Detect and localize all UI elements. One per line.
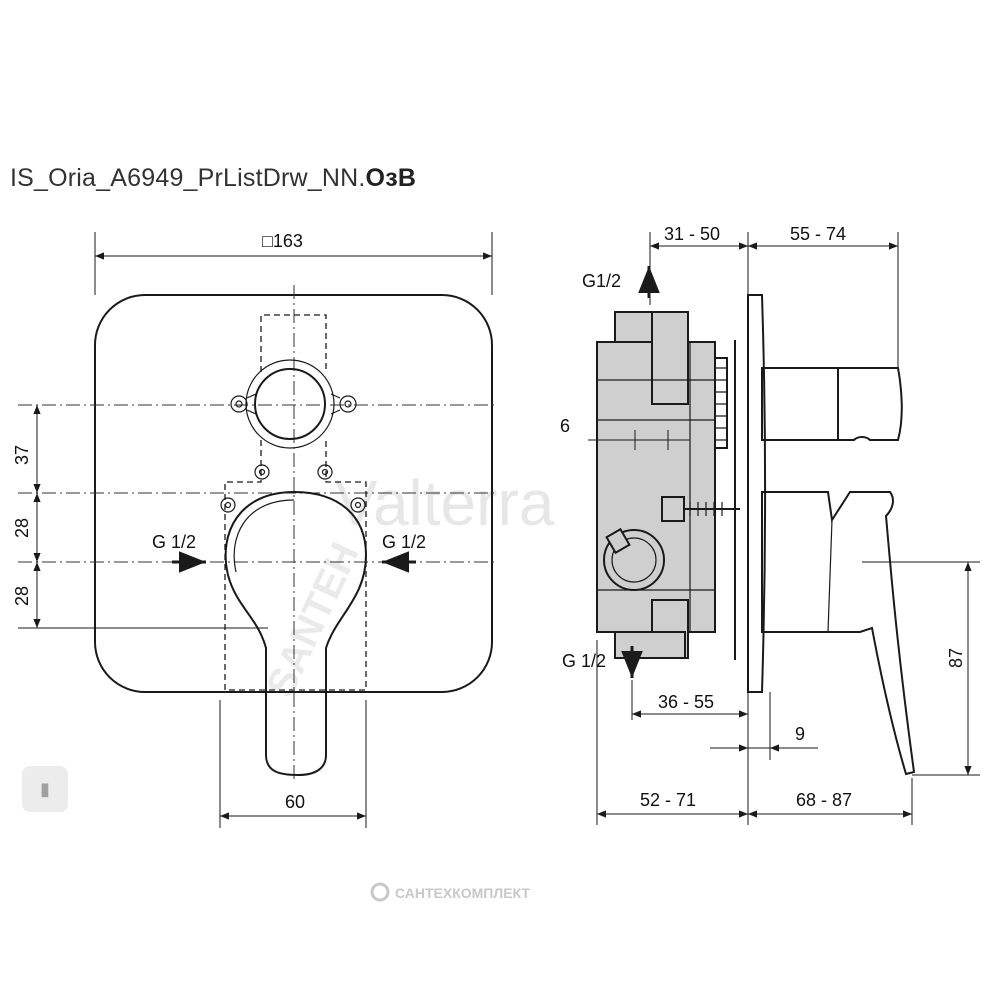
drawing-title-suffix: ОзВ [365,164,417,192]
watermark-shop: SANTEH [258,536,367,704]
outlet-bottom-label: G 1/2 [562,651,606,671]
mixer-lever [224,490,368,777]
dim-9: 9 [795,724,805,744]
inlet-right-label: G 1/2 [382,532,426,552]
dim-55-74: 55 - 74 [790,224,846,244]
lever-side [761,491,916,776]
diverter-knob [254,368,326,440]
side-view: 31 - 50 55 - 74 G1/2 [560,224,980,825]
diverter-side [761,367,839,441]
cover-plate-side [747,294,766,693]
width-label: □163 [262,231,303,251]
inlet-left-label: G 1/2 [152,532,196,552]
dim-87: 87 [946,648,966,668]
dim-28-top: 28 [12,518,32,538]
dim-31-50: 31 - 50 [664,224,720,244]
mounting-holes [220,464,366,513]
inlet-port [603,529,665,591]
watermark-logo-icon [370,882,390,902]
dim-52-71: 52 - 71 [640,790,696,810]
watermark-footer: САНТЕХКОМПЛЕКТ [395,885,530,901]
dim-28-bottom: 28 [12,586,32,606]
handle-width: 60 [285,792,305,812]
drawing-title-main: IS_Oria_A6949_PrListDrw_NN. [10,164,366,192]
watermark-brand: Valterra [335,467,555,539]
dim-36-55: 36 - 55 [658,692,714,712]
bookmark-button[interactable]: ▮ [22,766,68,812]
drawing-title: IS_Oria_A6949_PrListDrw_NN.ОзВ [10,164,416,193]
bookmark-icon: ▮ [40,778,50,799]
dim-6: 6 [560,416,570,436]
dim-68-87: 68 - 87 [796,790,852,810]
outlet-top-label: G1/2 [582,271,621,291]
dim-37: 37 [12,445,32,465]
front-view: □163 37 28 28 [12,231,495,828]
